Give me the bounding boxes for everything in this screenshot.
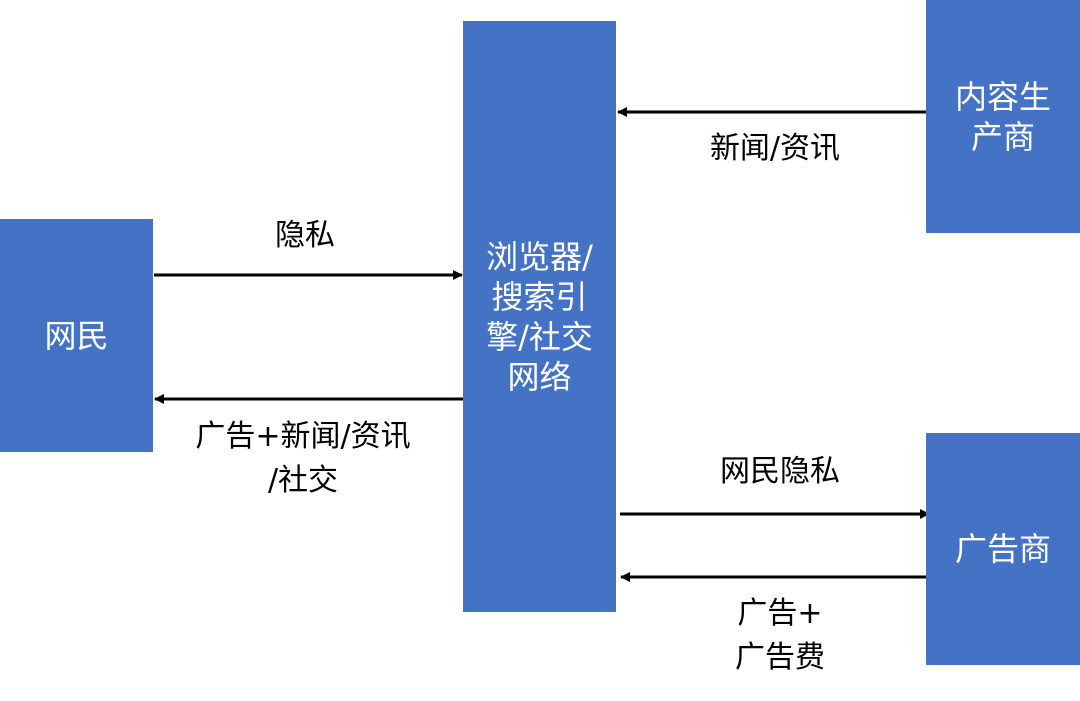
content-producer-label-line: 内容生 xyxy=(954,77,1051,116)
platform-box: 浏览器/ 搜索引 擎/社交 网络 xyxy=(463,21,616,612)
content-producer-label-line: 产商 xyxy=(970,117,1035,156)
netizen-box: 网民 xyxy=(0,219,153,452)
platform-label-line: 擎/社交 xyxy=(486,317,593,356)
content-producer-box: 内容生 产商 xyxy=(926,0,1080,233)
advertiser-box: 广告商 xyxy=(926,433,1080,665)
advertiser-label: 广告商 xyxy=(954,530,1051,568)
privacy-label: 隐私 xyxy=(275,218,335,253)
netizen-label: 网民 xyxy=(44,316,109,355)
ads-fee-line: 广告费 xyxy=(735,640,825,675)
ads-fee-line: 广告+ xyxy=(737,596,823,631)
platform-label-line: 浏览器/ xyxy=(486,237,593,276)
ads-fee-label: 广告+ 广告费 xyxy=(700,592,860,680)
ads-news-social-label: 广告+新闻/资讯 /社交 xyxy=(153,415,453,503)
platform-label-line: 网络 xyxy=(507,357,572,396)
netizen-privacy-label: 网民隐私 xyxy=(720,454,840,489)
ads-news-social-line: 广告+新闻/资讯 xyxy=(195,419,411,454)
platform-label-line: 搜索引 xyxy=(491,277,588,316)
ads-news-social-line: /社交 xyxy=(267,463,339,498)
news-label: 新闻/资讯 xyxy=(709,131,841,166)
